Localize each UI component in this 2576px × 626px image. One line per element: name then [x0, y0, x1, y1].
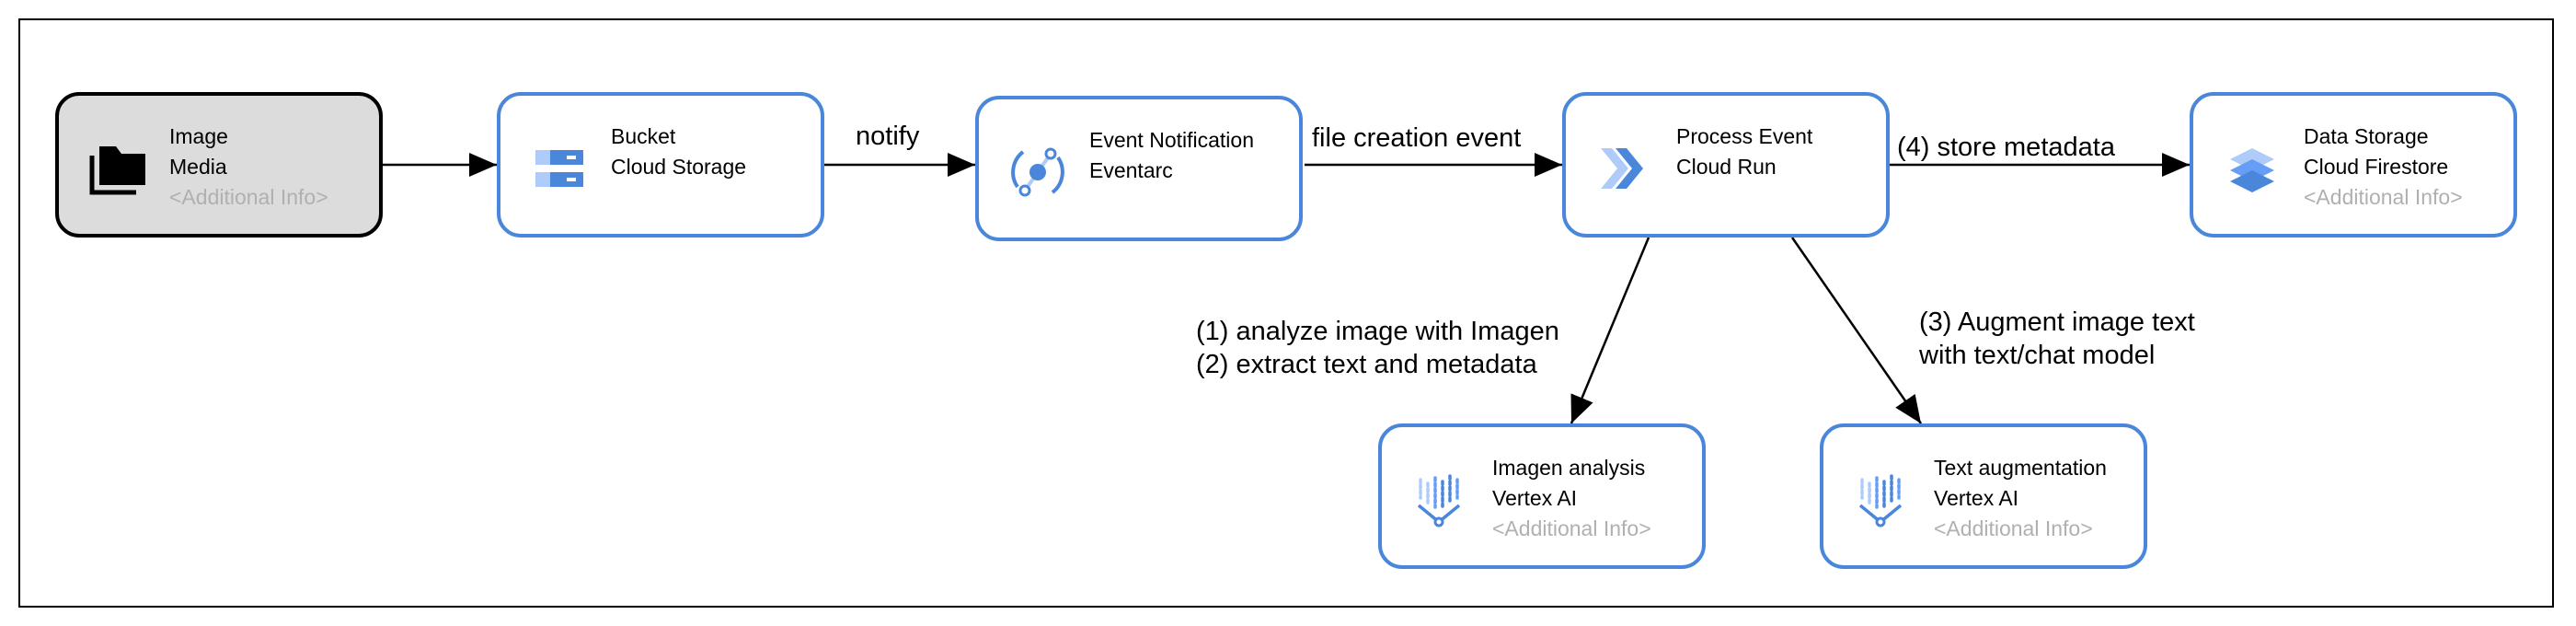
firestore-icon [2230, 148, 2274, 192]
node-subtitle: Vertex AI [1492, 486, 1578, 510]
node-imagen-analysis[interactable]: Imagen analysis Vertex AI <Additional In… [1378, 423, 1706, 569]
node-title: Event Notification [1089, 128, 1254, 152]
vertex-ai-icon [1858, 474, 1903, 527]
edge-label-augment-line2: with text/chat model [1919, 341, 2156, 370]
cloud-run-icon [1601, 148, 1643, 189]
node-title: Imagen analysis [1492, 456, 1646, 480]
node-bucket[interactable]: Bucket Cloud Storage [497, 92, 824, 238]
vertex-ai-icon [1417, 474, 1461, 527]
node-title: Bucket [611, 124, 676, 148]
node-image-media[interactable]: Image Media <Additional Info> [55, 92, 383, 238]
node-event-notification[interactable]: Event Notification Eventarc [975, 96, 1303, 241]
node-process-event[interactable]: Process Event Cloud Run [1562, 92, 1890, 238]
edge-label-augment-line1: (3) Augment image text [1919, 307, 2195, 337]
edge-label-store-metadata: (4) store metadata [1897, 133, 2115, 162]
node-subtitle: Cloud Firestore [2304, 155, 2449, 179]
node-subtitle: Eventarc [1089, 158, 1173, 182]
edge-label-analyze-line2: (2) extract text and metadata [1196, 350, 1537, 379]
node-extra-info: <Additional Info> [2304, 185, 2463, 209]
node-data-storage[interactable]: Data Storage Cloud Firestore <Additional… [2190, 92, 2517, 238]
edge-label-analyze-line1: (1) analyze image with Imagen [1196, 317, 1559, 346]
node-title: Text augmentation [1934, 456, 2107, 480]
node-subtitle: Cloud Storage [611, 155, 747, 179]
edge-label-file-creation: file creation event [1312, 123, 1522, 153]
diagram-frame [18, 18, 2554, 608]
node-subtitle: Vertex AI [1934, 486, 2019, 510]
node-subtitle: Media [169, 155, 227, 179]
node-extra-info: <Additional Info> [169, 185, 328, 209]
cloud-storage-icon [535, 150, 583, 187]
node-title: Image [169, 124, 228, 148]
node-text-augmentation[interactable]: Text augmentation Vertex AI <Additional … [1820, 423, 2147, 569]
node-extra-info: <Additional Info> [1492, 516, 1651, 540]
eventarc-icon [1011, 147, 1064, 197]
node-subtitle: Cloud Run [1676, 155, 1777, 179]
edge-cloudrun-to-textaug [1790, 237, 1923, 424]
edge-label-notify: notify [856, 122, 920, 151]
edge-cloudrun-to-imagen [1570, 237, 1650, 424]
node-title: Data Storage [2304, 124, 2429, 148]
node-title: Process Event [1676, 124, 1813, 148]
node-extra-info: <Additional Info> [1934, 516, 2093, 540]
folder-icon [89, 146, 145, 195]
